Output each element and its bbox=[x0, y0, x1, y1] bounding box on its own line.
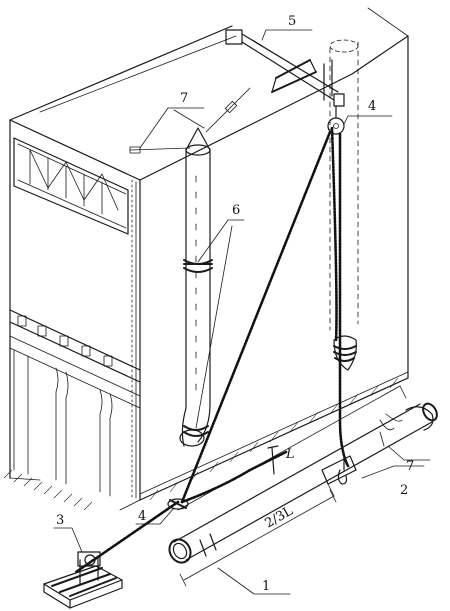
label-7-right: 7 bbox=[406, 459, 414, 474]
guy-wires bbox=[129, 87, 251, 154]
label-1: 1 bbox=[262, 579, 270, 594]
installed-pipe-left bbox=[179, 127, 211, 447]
label-6: 6 bbox=[232, 203, 240, 218]
pipe-clamp-lower bbox=[183, 425, 209, 437]
pulley-bottom bbox=[167, 498, 189, 510]
label-3: 3 bbox=[56, 513, 64, 528]
label-4-bottom: 4 bbox=[138, 509, 146, 524]
ground-pipe bbox=[168, 402, 438, 564]
label-5: 5 bbox=[288, 14, 296, 29]
pulley-top bbox=[327, 105, 345, 135]
label-dim-23L: 2/3L bbox=[263, 504, 296, 532]
hoisted-pipe-right bbox=[329, 39, 359, 371]
building bbox=[3, 7, 409, 511]
label-4-top: 4 bbox=[368, 99, 376, 114]
label-2: 2 bbox=[400, 483, 408, 498]
dimension-lines bbox=[177, 385, 407, 587]
pipe-clamp-lift-point bbox=[321, 451, 357, 485]
pipe-clamp-upper bbox=[183, 259, 213, 273]
leader-lines bbox=[53, 29, 431, 595]
hoist-ropes bbox=[74, 126, 350, 574]
label-7-top: 7 bbox=[180, 91, 188, 106]
cantilever-crane-arm bbox=[225, 29, 345, 107]
winch bbox=[43, 551, 123, 609]
rope-hook bbox=[267, 445, 279, 475]
label-dim-L: L bbox=[285, 447, 295, 462]
